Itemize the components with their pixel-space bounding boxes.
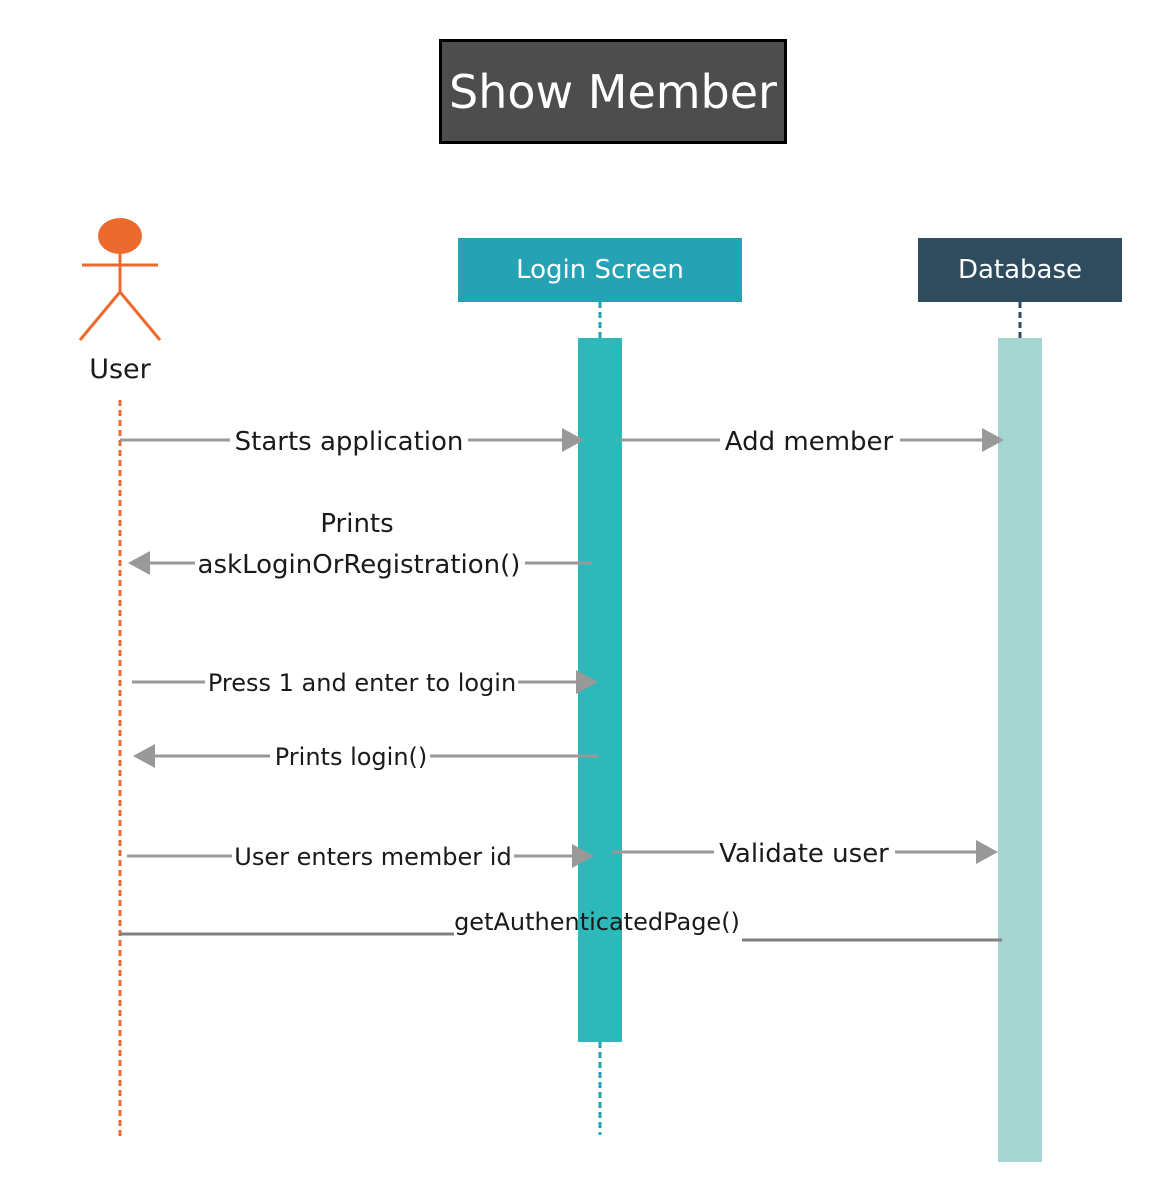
message-prints-ask-login-or-registration[interactable]: Prints askLoginOrRegistration() — [128, 509, 592, 580]
message-label: Add member — [725, 427, 894, 457]
message-label: Starts application — [235, 427, 464, 457]
message-user-enters-member-id[interactable]: User enters member id — [127, 843, 594, 871]
participant-database[interactable]: Database — [918, 238, 1122, 302]
message-label: User enters member id — [234, 843, 511, 871]
database-activation-bar — [998, 338, 1042, 1162]
message-label-line1: Prints — [320, 509, 393, 539]
actor-user-label: User — [89, 354, 151, 385]
message-label: Validate user — [719, 839, 889, 869]
message-prints-login[interactable]: Prints login() — [133, 743, 598, 771]
message-label: Prints login() — [275, 743, 428, 771]
actor-leg-right — [118, 291, 162, 341]
message-label: getAuthenticatedPage() — [454, 908, 740, 936]
actor-leg-left — [78, 291, 122, 341]
message-validate-user[interactable]: Validate user — [612, 839, 998, 869]
message-get-authenticated-page[interactable]: getAuthenticatedPage() — [120, 908, 1002, 942]
message-press-1-and-enter-to-login[interactable]: Press 1 and enter to login — [132, 669, 598, 697]
message-label-line2: askLoginOrRegistration() — [198, 550, 521, 580]
message-label: Press 1 and enter to login — [208, 669, 516, 697]
user-actor-icon[interactable] — [78, 218, 162, 341]
message-starts-application[interactable]: Starts application — [120, 427, 584, 457]
participant-login-screen[interactable]: Login Screen — [458, 238, 742, 302]
actor-head — [98, 218, 142, 254]
message-add-member[interactable]: Add member — [620, 427, 1004, 457]
login-activation-bar — [578, 338, 622, 1042]
diagram-title: Show Member — [439, 39, 787, 144]
